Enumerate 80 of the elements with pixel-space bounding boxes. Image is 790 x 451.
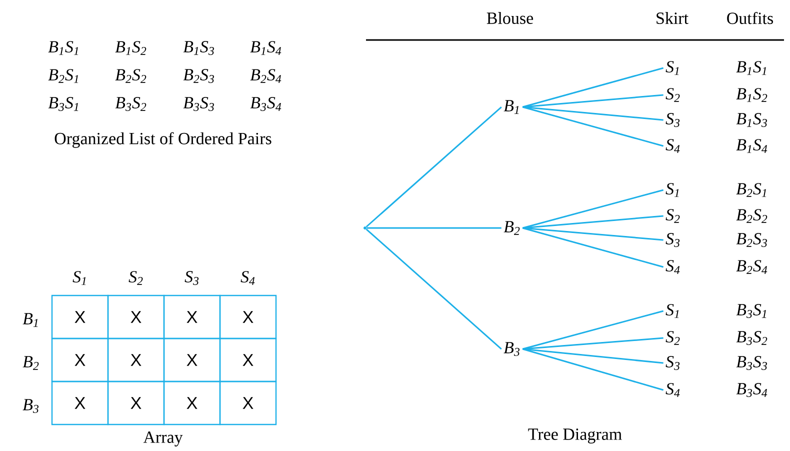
tree-node-label: B$_{1}$ bbox=[504, 100, 519, 114]
outfit-label: B$_{2}$S$_{3}$ bbox=[736, 233, 767, 247]
tree-branch bbox=[522, 227, 664, 241]
tree-branch bbox=[522, 189, 664, 229]
outfit-label: B$_{1}$S$_{3}$ bbox=[736, 113, 767, 127]
caption: Array bbox=[143, 432, 183, 446]
ordered-pair: B$_{2}$S$_{4}$ bbox=[250, 69, 282, 83]
ordered-pair: B$_{2}$S$_{3}$ bbox=[183, 69, 214, 83]
grid-cell: X bbox=[219, 380, 277, 426]
tree-branch bbox=[522, 348, 664, 364]
outfit-label: B$_{3}$S$_{3}$ bbox=[736, 356, 767, 370]
grid-cell: X bbox=[51, 380, 109, 426]
outfit-label: B$_{2}$S$_{4}$ bbox=[736, 260, 768, 274]
grid-cell: X bbox=[163, 338, 221, 382]
tree-node-label: S$_{3}$ bbox=[666, 233, 680, 247]
tree-node-label: S$_{4}$ bbox=[666, 260, 680, 274]
ordered-pair: B$_{1}$S$_{3}$ bbox=[183, 41, 214, 55]
tree-node-label: B$_{2}$ bbox=[504, 221, 520, 235]
column-header: S$_{1}$ bbox=[72, 271, 86, 285]
row-header: B$_{1}$ bbox=[22, 313, 38, 327]
column-header: Outfits bbox=[727, 12, 774, 24]
tree-branch bbox=[522, 94, 664, 108]
ordered-pair: B$_{2}$S$_{1}$ bbox=[48, 69, 78, 83]
tree-branch bbox=[522, 67, 664, 108]
tree-node-label: B$_{3}$ bbox=[504, 342, 520, 356]
outfit-label: B$_{1}$S$_{2}$ bbox=[736, 88, 768, 102]
tree-node-label: S$_{3}$ bbox=[666, 356, 680, 370]
tree-branch bbox=[366, 227, 502, 229]
tree-branch bbox=[522, 106, 664, 147]
tree-node-label: S$_{2}$ bbox=[666, 331, 680, 345]
tree-node-label: S$_{1}$ bbox=[666, 61, 679, 75]
tree-branch bbox=[522, 310, 664, 350]
tree-node-label: S$_{1}$ bbox=[666, 304, 679, 318]
grid-cell: X bbox=[107, 380, 165, 426]
tree-branch bbox=[522, 106, 664, 121]
ordered-pair: B$_{3}$S$_{3}$ bbox=[183, 97, 214, 111]
tree-branch bbox=[522, 215, 664, 229]
ordered-pair: B$_{3}$S$_{1}$ bbox=[48, 97, 78, 111]
ordered-pair: B$_{1}$S$_{2}$ bbox=[115, 41, 146, 55]
tree-branch bbox=[522, 348, 664, 391]
outfit-label: B$_{3}$S$_{1}$ bbox=[736, 304, 766, 318]
outfit-label: B$_{1}$S$_{1}$ bbox=[736, 61, 766, 75]
tree-branch bbox=[366, 228, 502, 350]
outfit-label: B$_{2}$S$_{2}$ bbox=[736, 209, 768, 223]
tree-branch bbox=[522, 337, 664, 350]
branch-point bbox=[364, 226, 366, 230]
tree-node-label: S$_{1}$ bbox=[666, 183, 679, 197]
caption: Organized List of Ordered Pairs bbox=[54, 132, 272, 148]
ordered-pair: B$_{1}$S$_{4}$ bbox=[250, 41, 282, 55]
ordered-pair: B$_{2}$S$_{2}$ bbox=[115, 69, 146, 83]
ordered-pair: B$_{1}$S$_{1}$ bbox=[48, 41, 78, 55]
tree-node-label: S$_{2}$ bbox=[666, 88, 680, 102]
grid-cell: X bbox=[51, 294, 109, 340]
grid-cell: X bbox=[219, 338, 277, 382]
grid-cell: X bbox=[51, 338, 109, 382]
column-header: Skirt bbox=[656, 12, 688, 24]
column-header: Blouse bbox=[486, 12, 534, 24]
row-header: B$_{3}$ bbox=[22, 399, 38, 413]
tree-node-label: S$_{3}$ bbox=[666, 113, 680, 127]
row-header: B$_{2}$ bbox=[22, 356, 39, 370]
tree-node-label: S$_{4}$ bbox=[666, 383, 680, 397]
outfit-label: B$_{1}$S$_{4}$ bbox=[736, 139, 768, 153]
grid-cell: X bbox=[163, 380, 221, 426]
grid-cell: X bbox=[107, 294, 165, 340]
outfit-label: B$_{3}$S$_{2}$ bbox=[736, 331, 768, 345]
tree-branch bbox=[366, 106, 502, 228]
grid-cell: X bbox=[163, 294, 221, 340]
caption: Tree Diagram bbox=[528, 428, 622, 444]
column-header: S$_{3}$ bbox=[184, 271, 199, 285]
column-header: S$_{4}$ bbox=[240, 271, 255, 285]
tree-node-label: S$_{2}$ bbox=[666, 209, 680, 223]
tree-node-label: S$_{4}$ bbox=[666, 139, 680, 153]
column-header: S$_{2}$ bbox=[128, 271, 143, 285]
ordered-pair: B$_{3}$S$_{2}$ bbox=[115, 97, 146, 111]
grid-cell: X bbox=[219, 294, 277, 340]
outfit-label: B$_{3}$S$_{4}$ bbox=[736, 383, 768, 397]
grid-cell: X bbox=[107, 338, 165, 382]
tree-branch bbox=[522, 227, 664, 268]
ordered-pair: B$_{3}$S$_{4}$ bbox=[250, 97, 282, 111]
outfit-label: B$_{2}$S$_{1}$ bbox=[736, 183, 766, 197]
